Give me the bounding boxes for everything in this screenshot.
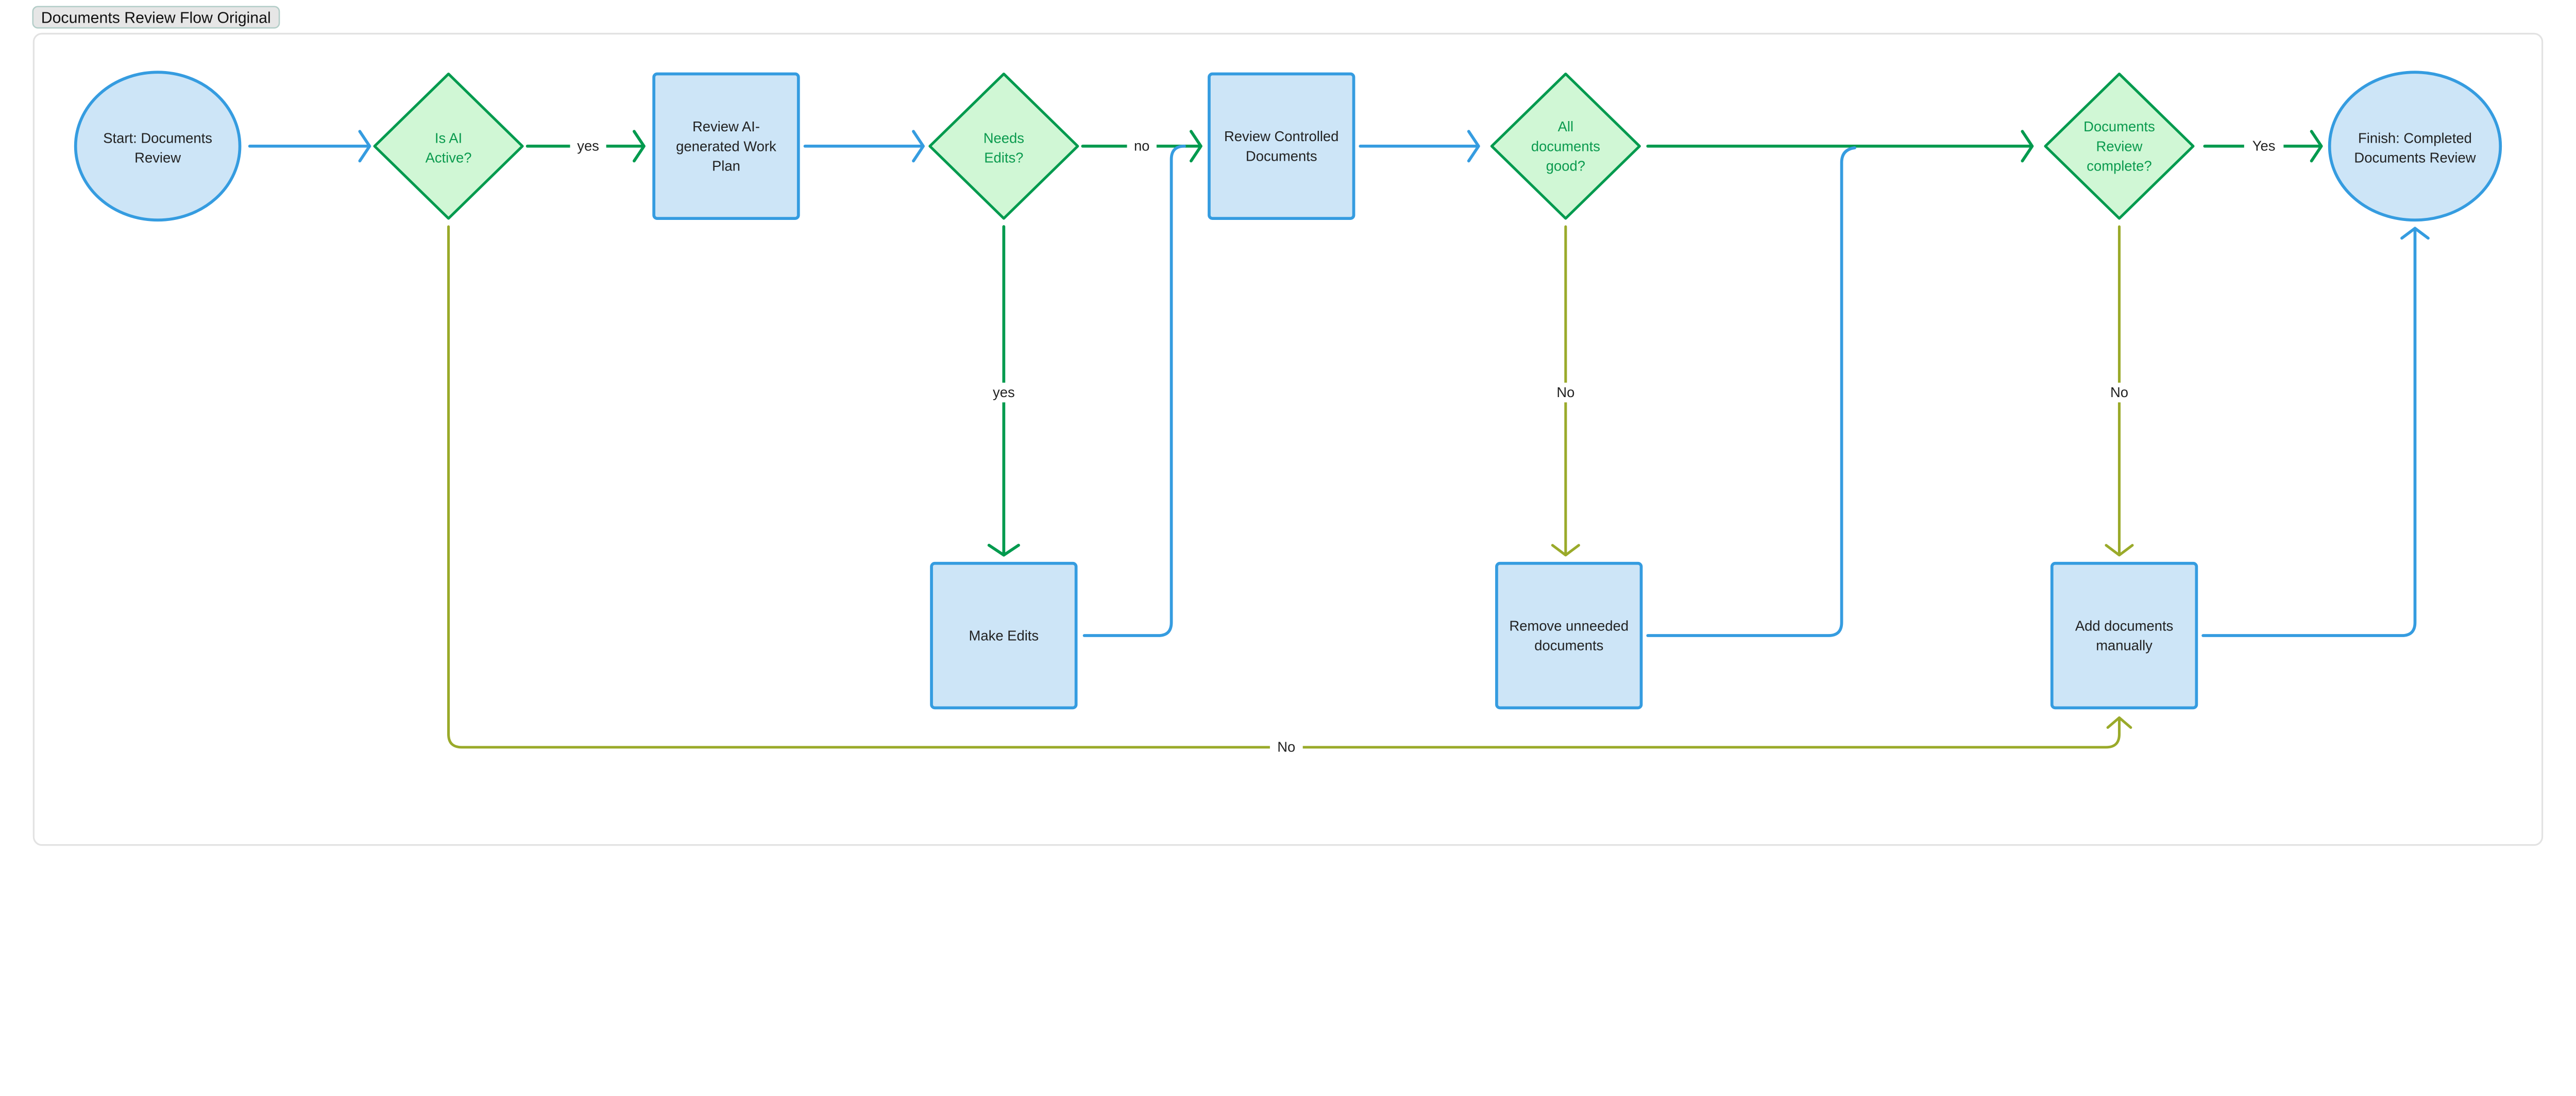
node-review-ai-plan[interactable]: Review AI- generated Work Plan <box>652 72 800 220</box>
edge-complete-yes[interactable]: Yes <box>2203 130 2323 163</box>
node-label: Active? <box>426 150 472 166</box>
edge-label-no: No <box>1277 739 1295 755</box>
edge-remove-to-complete[interactable] <box>1646 146 1856 637</box>
node-add-manually[interactable]: Add documents manually <box>2050 561 2198 710</box>
node-label: generated Work <box>676 138 776 154</box>
node-label: Documents Review <box>2354 150 2476 166</box>
edge-label-no: No <box>1556 384 1574 400</box>
decision-is-ai-active[interactable]: Is AI Active? <box>373 72 524 220</box>
edge-complete-no[interactable]: No <box>2103 225 2136 557</box>
node-label: complete? <box>2087 158 2151 174</box>
edge-label-yes: Yes <box>2252 138 2276 154</box>
node-label: Review Controlled <box>1224 128 1338 144</box>
edge-good-to-complete[interactable] <box>1646 130 2034 163</box>
node-label: documents <box>1531 138 1600 154</box>
node-label: Remove unneeded <box>1509 618 1629 633</box>
node-label: Plan <box>712 158 740 174</box>
edge-good-no[interactable]: No <box>1549 225 1582 557</box>
edge-label-yes: yes <box>577 138 599 154</box>
node-label: Make Edits <box>969 628 1039 644</box>
node-review-controlled[interactable]: Review Controlled Documents <box>1208 72 1355 220</box>
decision-docs-review-complete[interactable]: Documents Review complete? <box>2044 72 2195 220</box>
node-label: Review <box>134 150 181 166</box>
edge-label-no: no <box>1134 138 1149 154</box>
decision-needs-edits[interactable]: Needs Edits? <box>928 72 1079 220</box>
node-label: Review <box>2096 138 2143 154</box>
node-label: Documents <box>2083 118 2155 134</box>
node-label: good? <box>1546 158 1585 174</box>
edge-ai-yes[interactable]: yes <box>526 130 646 163</box>
edge-edits-no[interactable]: no <box>1081 130 1202 163</box>
edge-ai-no[interactable]: No <box>447 225 2132 758</box>
title-badge: Documents Review Flow Original <box>32 6 280 29</box>
edge-make-edits-to-review[interactable] <box>1082 144 1186 637</box>
node-label: Start: Documents <box>103 130 212 146</box>
node-label: Needs <box>984 130 1024 146</box>
node-start[interactable]: Start: Documents Review <box>74 71 242 222</box>
edge-label-yes: yes <box>993 384 1015 400</box>
node-make-edits[interactable]: Make Edits <box>930 561 1078 710</box>
node-label: Finish: Completed <box>2358 130 2472 146</box>
edge-controlled-to-good[interactable] <box>1359 130 1480 163</box>
flowchart-canvas: Documents Review Flow Original yes no ye… <box>32 6 2544 846</box>
diagram-frame <box>32 32 2544 846</box>
node-label: Is AI <box>435 130 462 146</box>
edge-add-to-finish[interactable] <box>2201 227 2430 637</box>
node-label: Add documents <box>2075 618 2173 633</box>
node-label: Review AI- <box>692 118 760 134</box>
edge-start-to-ai[interactable] <box>248 130 371 163</box>
node-remove-unneeded[interactable]: Remove unneeded documents <box>1495 561 1643 710</box>
node-finish[interactable]: Finish: Completed Documents Review <box>2328 71 2502 222</box>
node-label: documents <box>1534 638 1603 654</box>
edge-edits-yes[interactable]: yes <box>986 225 1022 557</box>
node-label: Edits? <box>984 150 1023 166</box>
node-label: All <box>1558 118 1573 134</box>
node-label: Documents <box>1246 148 1317 164</box>
decision-all-docs-good[interactable]: All documents good? <box>1490 72 1641 220</box>
edge-label-no: No <box>2110 384 2128 400</box>
edge-plan-to-edits[interactable] <box>803 130 925 163</box>
node-label: manually <box>2096 638 2153 654</box>
diagram-title: Documents Review Flow Original <box>41 10 271 27</box>
